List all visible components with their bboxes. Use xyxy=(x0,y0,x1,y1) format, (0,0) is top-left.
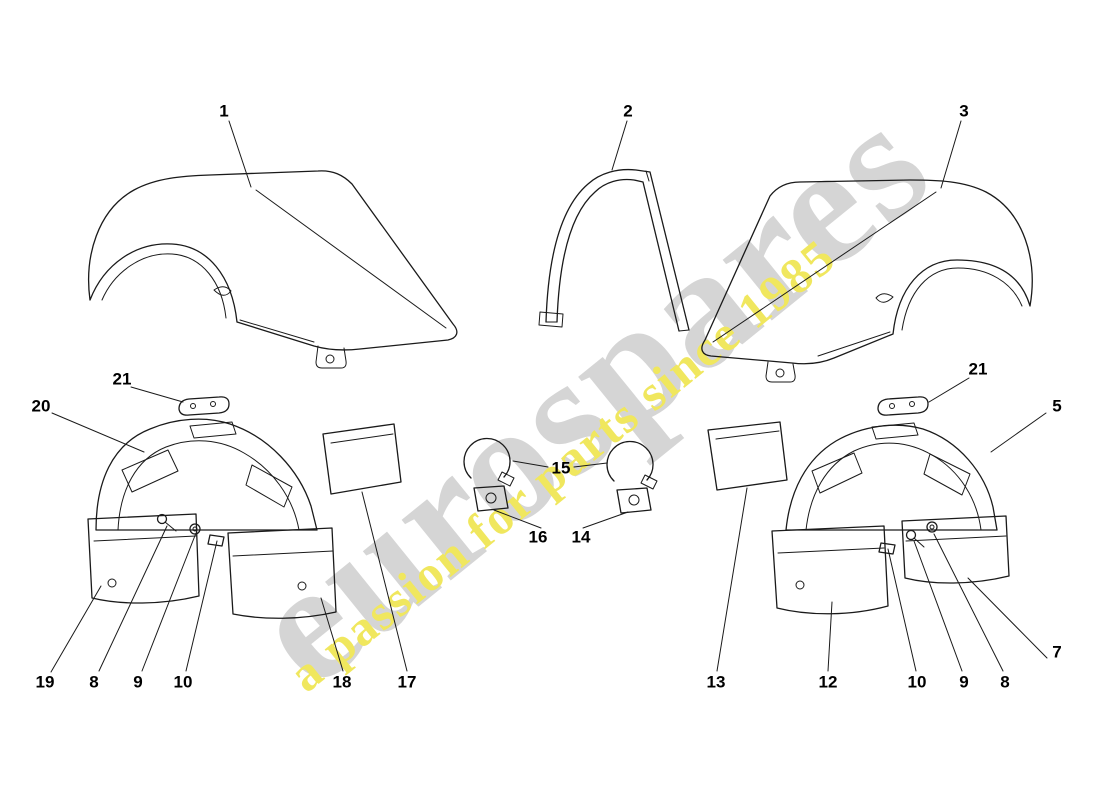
cover-panel-part-13 xyxy=(707,421,788,491)
callout-10-right[interactable]: 10 xyxy=(907,672,927,692)
left-fasteners-8-9-10 xyxy=(156,513,225,547)
right-fasteners-10-9-8 xyxy=(878,521,938,555)
left-fender-part-1 xyxy=(88,170,458,369)
right-fender-part-3 xyxy=(701,179,1033,383)
callout-16[interactable]: 16 xyxy=(528,527,548,547)
right-liner-lower-part-12 xyxy=(771,525,889,615)
callout-3[interactable]: 3 xyxy=(959,101,969,121)
callout-9-left[interactable]: 9 xyxy=(133,672,143,692)
callout-21-left[interactable]: 21 xyxy=(112,369,132,389)
callout-17[interactable]: 17 xyxy=(397,672,417,692)
callout-15[interactable]: 15 xyxy=(551,458,571,478)
bracket-part-14 xyxy=(616,487,652,514)
callout-8-left[interactable]: 8 xyxy=(89,672,99,692)
callout-2[interactable]: 2 xyxy=(623,101,633,121)
callout-12[interactable]: 12 xyxy=(818,672,838,692)
bracket-part-16 xyxy=(473,485,509,512)
clamp-ring-part-15-left xyxy=(463,437,515,487)
cover-panel-part-17 xyxy=(322,423,402,495)
right-wheelhouse-part-5 xyxy=(785,422,998,531)
left-liner-front-part-19 xyxy=(87,513,200,604)
callout-20[interactable]: 20 xyxy=(31,396,51,416)
callout-lines xyxy=(50,120,1048,673)
callout-1[interactable]: 1 xyxy=(219,101,229,121)
callout-19[interactable]: 19 xyxy=(35,672,55,692)
callout-10-left[interactable]: 10 xyxy=(173,672,193,692)
clamp-ring-part-15-right xyxy=(606,440,658,490)
callout-21-right[interactable]: 21 xyxy=(968,359,988,379)
callout-18[interactable]: 18 xyxy=(332,672,352,692)
callout-14[interactable]: 14 xyxy=(571,527,591,547)
windscreen-frame-part-2 xyxy=(538,168,690,332)
callout-9-right[interactable]: 9 xyxy=(959,672,969,692)
right-liner-side-part-7 xyxy=(901,515,1010,584)
bracket-part-21-right xyxy=(877,396,929,416)
left-wheelhouse-part-20 xyxy=(95,418,318,531)
callout-7[interactable]: 7 xyxy=(1052,642,1062,662)
callout-8-right[interactable]: 8 xyxy=(1000,672,1010,692)
left-liner-rear-part-18 xyxy=(227,527,337,619)
callout-13[interactable]: 13 xyxy=(706,672,726,692)
bracket-part-21-left xyxy=(178,396,230,416)
callout-5[interactable]: 5 xyxy=(1052,396,1062,416)
